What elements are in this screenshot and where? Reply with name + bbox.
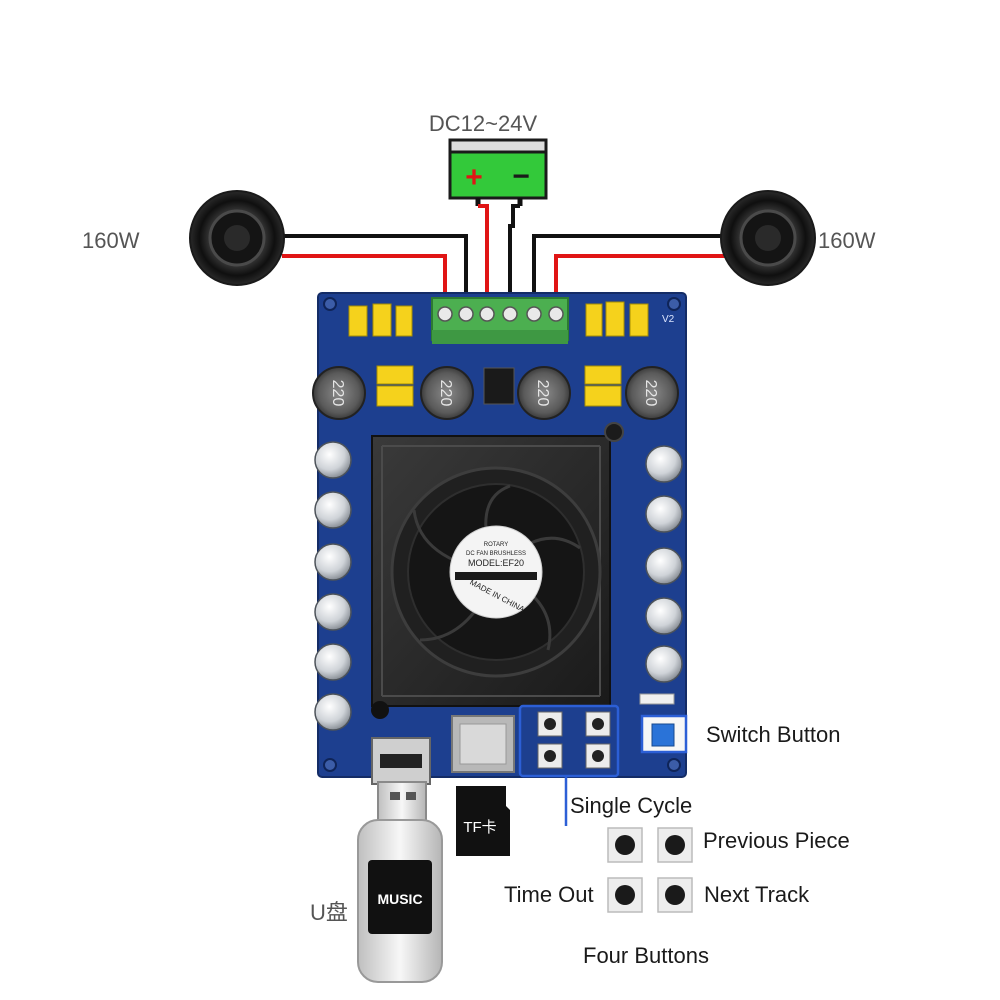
terminal-screw xyxy=(548,306,564,322)
mount-hole xyxy=(323,758,337,772)
right-speaker-power-label: 160W xyxy=(818,228,876,253)
usb-drive-label: U盘 xyxy=(310,900,348,925)
time-out-label: Time Out xyxy=(504,882,594,907)
screw-terminal-block xyxy=(431,297,569,344)
buttons-highlight-box xyxy=(518,704,620,778)
electrolytic-capacitors-right xyxy=(645,445,683,683)
battery-minus-sign: − xyxy=(512,160,530,193)
button-previous-piece-alt xyxy=(657,827,693,863)
tf-card-slot xyxy=(451,715,515,773)
previous-piece-label: Previous Piece xyxy=(703,828,850,853)
terminal-screw xyxy=(437,306,453,322)
left-speaker-black-wire xyxy=(282,234,468,302)
tf-card-label: TF卡 xyxy=(463,819,496,836)
inductor: 220 xyxy=(312,366,366,420)
inductor: 220 xyxy=(517,366,571,420)
board-version-mark: V2 xyxy=(662,314,675,325)
right-speaker xyxy=(720,190,816,286)
wiring xyxy=(282,204,726,302)
button-time-out xyxy=(607,877,643,913)
mount-hole xyxy=(323,297,337,311)
switch-button-label: Switch Button xyxy=(706,722,841,747)
usb-drive-plug xyxy=(377,781,427,823)
voltage-regulator xyxy=(483,367,515,405)
inductor: 220 xyxy=(625,366,679,420)
usb-port xyxy=(371,737,431,785)
terminal-screw xyxy=(502,306,518,322)
usb-drive: MUSIC xyxy=(357,781,443,983)
heatsink-knob xyxy=(604,422,624,442)
button-next-track xyxy=(657,877,693,913)
power-red-wire xyxy=(478,204,489,302)
usb-drive-screen xyxy=(368,860,432,934)
fan-label-line2: DC FAN BRUSHLESS xyxy=(466,551,526,557)
button-previous-piece xyxy=(607,827,643,863)
left-speaker xyxy=(189,190,285,286)
left-speaker-red-wire xyxy=(282,254,447,302)
usb-drive-screen-text: MUSIC xyxy=(377,891,422,907)
fan-label-line3: MODEL:EF20 xyxy=(468,558,524,568)
terminal-screw xyxy=(479,306,495,322)
tf-card: TF卡 xyxy=(456,786,510,856)
board-buttons[interactable] xyxy=(537,711,611,769)
svg-text:220: 220 xyxy=(437,380,454,407)
svg-text:220: 220 xyxy=(534,380,551,407)
film-capacitors xyxy=(348,301,649,407)
svg-text:220: 220 xyxy=(329,380,346,407)
battery-plus-sign: + xyxy=(465,161,483,194)
board-switch-button[interactable] xyxy=(640,714,688,754)
terminal-screw xyxy=(458,306,474,322)
ir-receiver xyxy=(371,701,389,719)
mount-hole xyxy=(667,758,681,772)
right-speaker-red-wire xyxy=(554,254,726,302)
amplifier-board: V2 xyxy=(312,292,688,785)
four-buttons-label: Four Buttons xyxy=(583,943,709,968)
battery-top-band xyxy=(448,138,548,154)
power-voltage-label: DC12~24V xyxy=(429,111,538,136)
next-track-label: Next Track xyxy=(704,882,810,907)
fan-label-line1: ROTARY xyxy=(484,542,508,548)
right-speaker-black-wire xyxy=(532,234,726,302)
inductor: 220 xyxy=(420,366,474,420)
fan-connector xyxy=(639,693,675,705)
left-speaker-power-label: 160W xyxy=(82,228,140,253)
terminal-screw xyxy=(526,306,542,322)
power-supply: + − xyxy=(448,138,548,206)
single-cycle-label: Single Cycle xyxy=(570,793,692,818)
svg-text:220: 220 xyxy=(642,380,659,407)
heatsink: ROTARY DC FAN BRUSHLESS MODEL:EF20 MADE … xyxy=(371,422,624,707)
mount-hole xyxy=(667,297,681,311)
battery-body xyxy=(448,148,548,200)
power-black-wire xyxy=(508,204,520,302)
electrolytic-capacitors-left xyxy=(314,441,352,731)
